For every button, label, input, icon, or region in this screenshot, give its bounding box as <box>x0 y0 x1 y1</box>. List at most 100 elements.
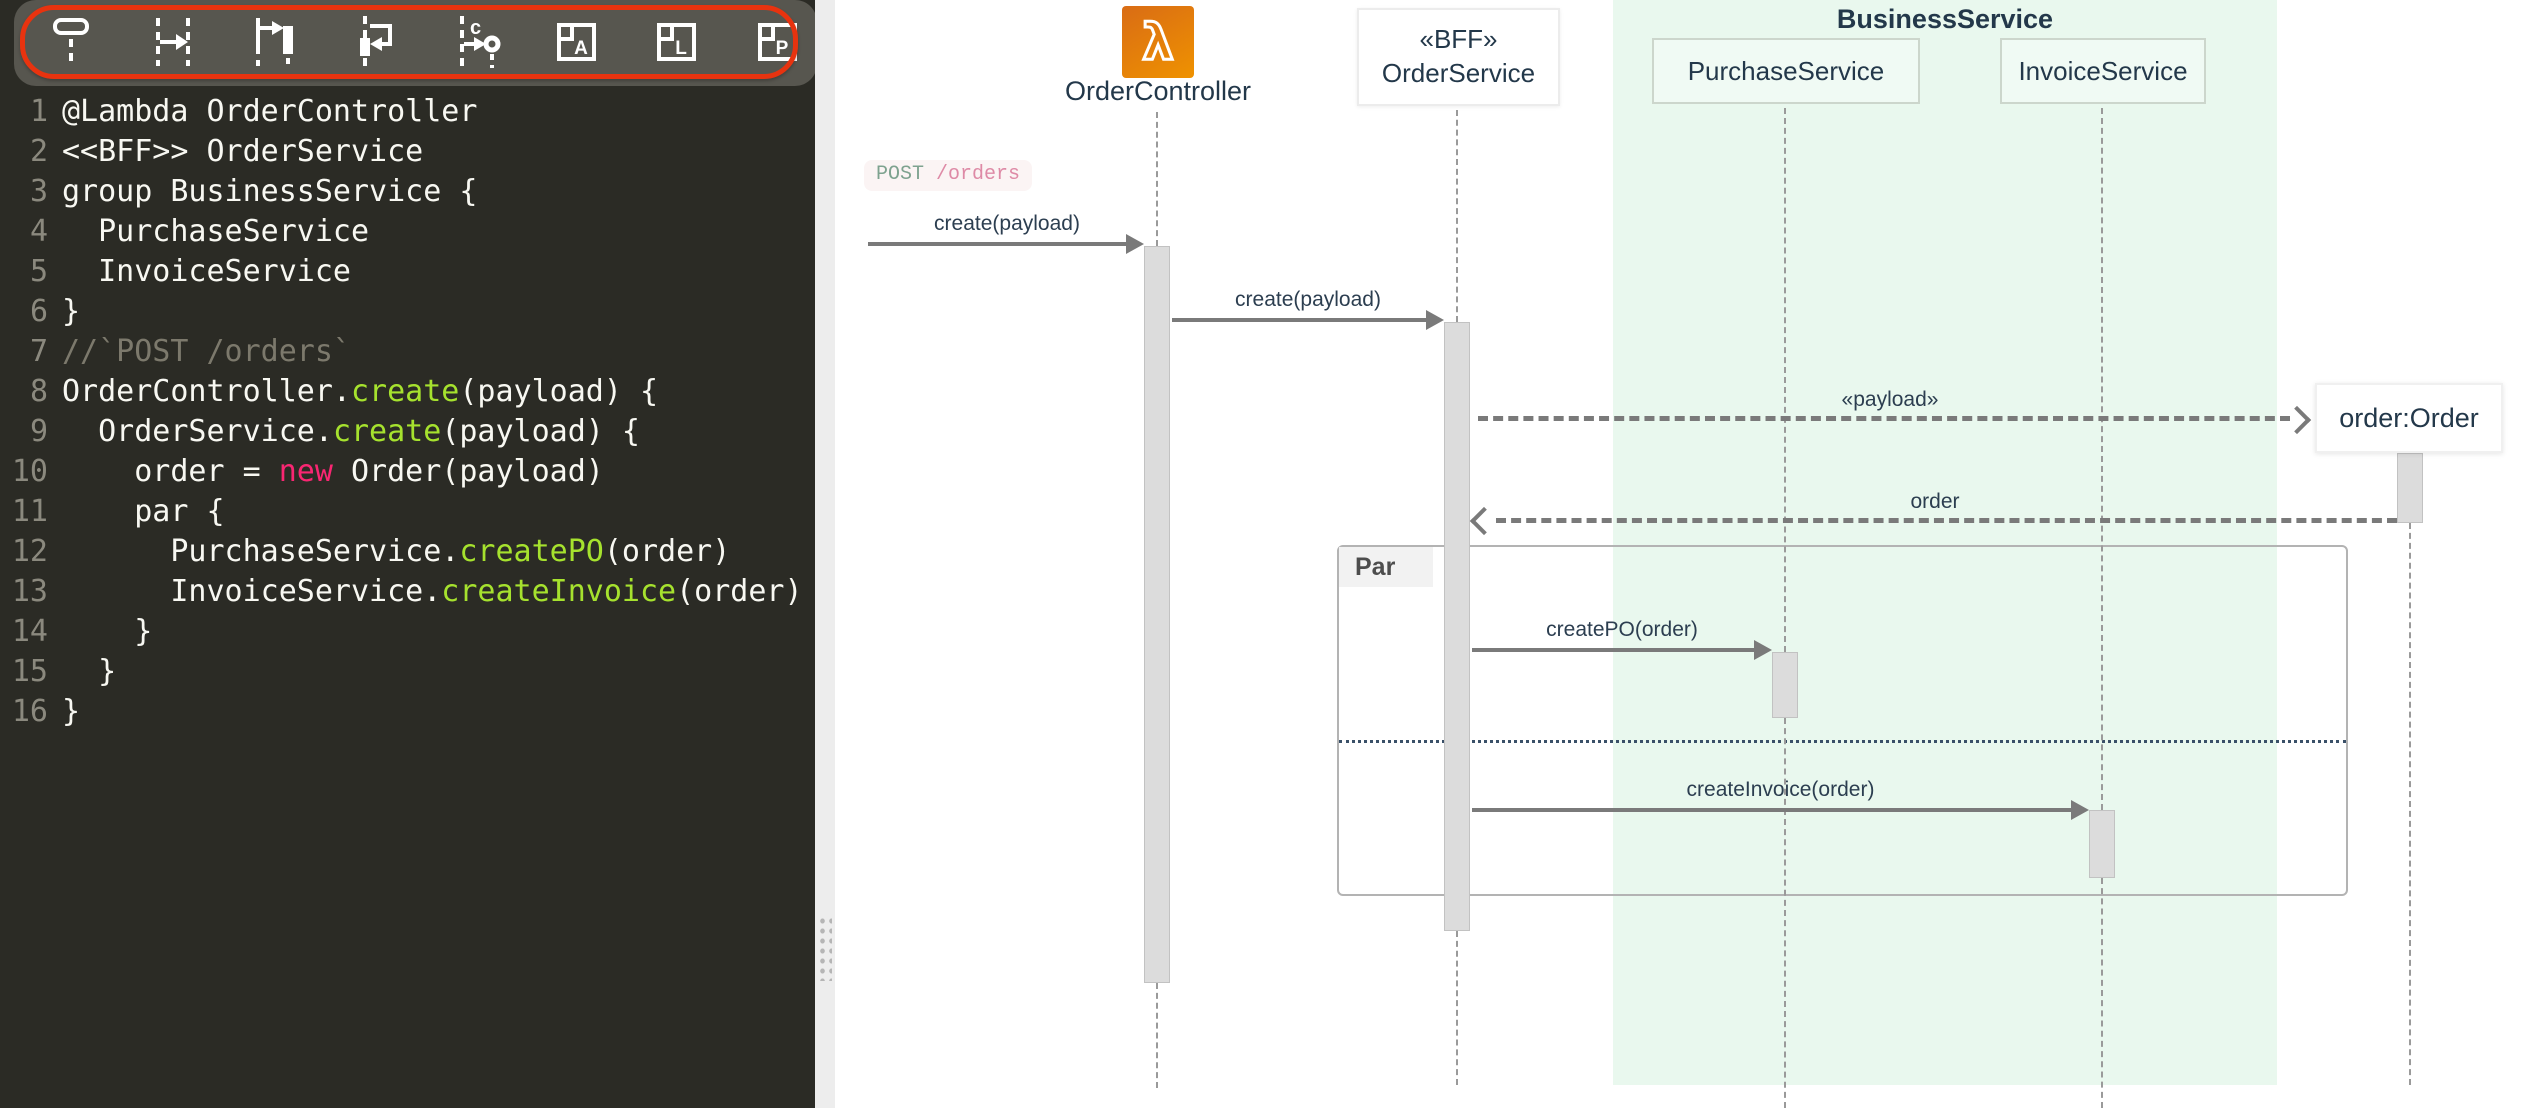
arrowhead-create-service <box>1426 310 1444 330</box>
code-line: 14 } <box>0 612 815 652</box>
code-line: 15 } <box>0 652 815 692</box>
orderservice-stereotype: «BFF» <box>1419 24 1498 55</box>
creation-message-icon: c <box>460 16 501 68</box>
code-text: InvoiceService.createInvoice(order) <box>62 574 803 609</box>
activation-ordercontroller <box>1144 246 1170 983</box>
loop-fragment-icon: L <box>657 23 696 61</box>
line-number: 10 <box>11 454 48 489</box>
add-par-fragment-button[interactable]: P <box>749 8 805 76</box>
code-text: par { <box>62 494 225 529</box>
code-text: } <box>62 614 153 649</box>
activation-orderservice <box>1444 322 1470 931</box>
par-fragment-divider <box>1339 740 2346 743</box>
add-alt-fragment-button[interactable]: A <box>548 8 604 76</box>
line-number: 16 <box>11 694 48 729</box>
add-participant-button[interactable] <box>43 8 99 76</box>
code-line: 2 <<BFF>> OrderService <box>0 132 815 172</box>
participant-invoiceservice: InvoiceService <box>2000 38 2206 104</box>
participant-ordercontroller: OrderController <box>1064 76 1252 106</box>
line-number: 3 <box>29 174 48 209</box>
add-creation-message-button[interactable]: c <box>448 8 504 76</box>
code-text: } <box>62 694 81 729</box>
code-line: 1@Lambda OrderController <box>0 92 815 132</box>
code-text: OrderService.create(payload) { <box>62 414 640 449</box>
line-number: 12 <box>11 534 48 569</box>
add-sync-message-button[interactable] <box>144 8 200 76</box>
lifeline-orderservice-lower <box>1456 931 1458 1085</box>
code-line: 16} <box>0 692 815 732</box>
activation-invoiceservice <box>2089 810 2115 878</box>
code-text: PurchaseService <box>62 214 370 249</box>
svg-text:P: P <box>776 38 789 59</box>
code-line: 9 OrderService.create(payload) { <box>0 412 815 452</box>
code-line: 6} <box>0 292 815 332</box>
sync-message-icon <box>156 18 190 66</box>
invoiceservice-label: InvoiceService <box>2018 55 2188 86</box>
svg-text:c: c <box>470 17 481 39</box>
lifeline-purchaseservice <box>1784 108 1786 652</box>
message-label-create-controller: create(payload) <box>934 212 1080 235</box>
code-line: 8 OrderController.create(payload) { <box>0 372 815 412</box>
divider-drag-handle-icon[interactable] <box>817 915 832 981</box>
code-text: //`POST /orders` <box>62 334 351 369</box>
message-label-create-service: create(payload) <box>1235 288 1381 311</box>
message-label-create-po: createPO(order) <box>1546 618 1698 641</box>
code-text: order = new Order(payload) <box>62 454 604 489</box>
message-label-create-invoice: createInvoice(order) <box>1686 778 1875 801</box>
par-fragment-label: Par <box>1339 547 1433 587</box>
rest-annotation-badge: POST /orders <box>864 160 1033 191</box>
lifeline-order-instance <box>2409 523 2411 1085</box>
code-line: 4 PurchaseService <box>0 212 815 252</box>
code-text: OrderController.create(payload) { <box>62 374 659 409</box>
activation-purchaseservice <box>1772 652 1798 718</box>
pane-divider[interactable] <box>815 0 835 1108</box>
message-line-new-order <box>1478 416 2290 421</box>
participant-order-instance: order:Order <box>2315 383 2503 453</box>
add-self-message-button[interactable] <box>346 8 402 76</box>
code-line: 10 order = new Order(payload) <box>0 452 815 492</box>
line-number: 8 <box>29 374 48 409</box>
activation-order-instance <box>2397 453 2423 523</box>
lifeline-invoiceservice-lower <box>2101 878 2103 1108</box>
business-service-group-background <box>1613 0 2277 1085</box>
line-number: 9 <box>29 414 48 449</box>
async-message-icon <box>256 18 293 68</box>
code-line: 3 group BusinessService { <box>0 172 815 212</box>
line-number: 15 <box>11 654 48 689</box>
line-number: 4 <box>29 214 48 249</box>
line-number: 14 <box>11 614 48 649</box>
group-title: BusinessService <box>1836 4 2054 34</box>
add-loop-fragment-button[interactable]: L <box>648 8 704 76</box>
arrowhead-create-controller <box>1126 234 1144 254</box>
line-number: 2 <box>29 134 48 169</box>
svg-text:A: A <box>574 38 588 59</box>
line-number: 6 <box>29 294 48 329</box>
lifeline-invoiceservice <box>2101 108 2103 810</box>
participant-orderservice: «BFF» OrderService <box>1357 8 1560 106</box>
add-async-message-button[interactable] <box>244 8 300 76</box>
orderservice-label: OrderService <box>1381 58 1536 88</box>
arrowhead-create-invoice <box>2071 800 2089 820</box>
lifeline-ordercontroller <box>1156 112 1158 246</box>
message-line-create-po <box>1472 648 1756 652</box>
arrowhead-return-order <box>1469 506 1499 536</box>
participant-icon <box>53 18 89 66</box>
code-text: group BusinessService { <box>62 174 478 209</box>
code-text: @Lambda OrderController <box>62 94 478 129</box>
arrowhead-create-po <box>1754 640 1772 660</box>
code-text: } <box>62 294 81 329</box>
arrowhead-new-order <box>2282 405 2312 435</box>
rest-path: /orders <box>936 163 1021 186</box>
sequence-diagram-canvas: BusinessService λ OrderController «BFF» … <box>835 0 2528 1108</box>
message-line-create-controller <box>868 242 1128 246</box>
alt-fragment-icon: A <box>557 23 596 61</box>
order-instance-label: order:Order <box>2339 402 2479 433</box>
code-text: <<BFF>> OrderService <box>62 134 424 169</box>
line-number: 7 <box>29 334 48 369</box>
code-line: 7 //`POST /orders` <box>0 332 815 372</box>
message-line-create-service <box>1172 318 1428 322</box>
line-number: 13 <box>11 574 48 609</box>
rest-method: POST <box>876 163 937 186</box>
